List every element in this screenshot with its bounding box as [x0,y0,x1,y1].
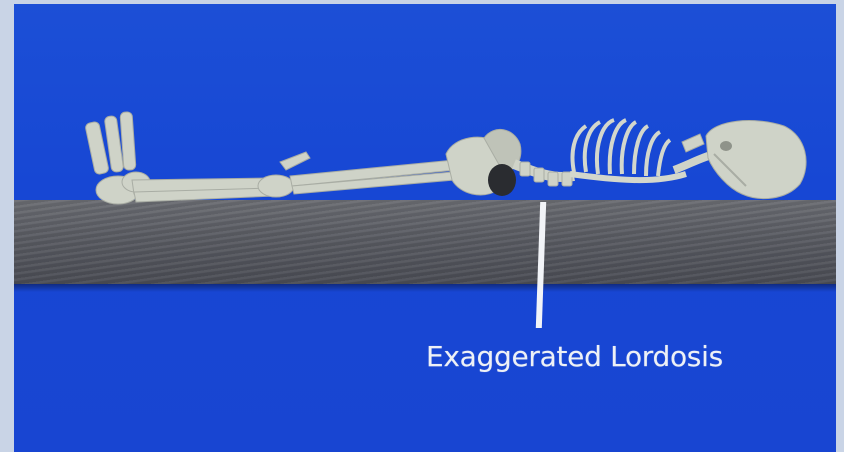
lower-legs [132,178,276,202]
lumbar-spine [514,162,574,186]
femurs [290,160,456,194]
skull [706,121,806,199]
caption-label: Exaggerated Lordosis [426,340,723,373]
rib-cage [570,120,686,180]
pelvis [446,129,521,196]
skeleton-illustration [14,4,836,452]
skeleton-photo: Exaggerated Lordosis [14,4,836,452]
